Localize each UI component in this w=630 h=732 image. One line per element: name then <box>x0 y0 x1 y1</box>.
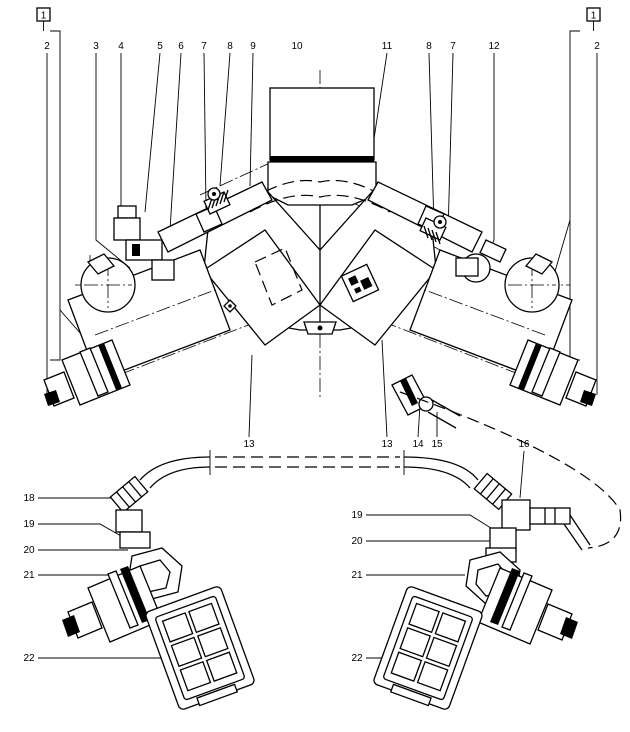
callout-16: 16 <box>518 439 530 450</box>
left-top-fitting <box>117 205 137 219</box>
boxed-marker-left-label: 1 <box>41 11 47 22</box>
connecting-hose <box>209 391 622 549</box>
callout-2-left: 2 <box>44 41 50 52</box>
callout-8-right: 8 <box>426 41 432 52</box>
callout-3: 3 <box>93 41 99 52</box>
top-actuator-box <box>269 87 375 161</box>
callout-20-left: 20 <box>23 545 35 556</box>
top-actuator-base <box>270 156 374 162</box>
left-panel-window <box>254 247 303 306</box>
right-spring <box>419 215 447 245</box>
callout-12: 12 <box>488 41 500 52</box>
callout-15: 15 <box>431 439 443 450</box>
callout-4: 4 <box>118 41 124 52</box>
callout-21-left: 21 <box>23 570 35 581</box>
callout-labels: 1 1 2 3 4 5 6 7 8 9 10 11 8 7 12 2 13 13… <box>23 7 601 664</box>
callout-18: 18 <box>23 493 35 504</box>
callout-22-right: 22 <box>351 653 363 664</box>
callout-9: 9 <box>250 41 256 52</box>
callout-22-left: 22 <box>23 653 35 664</box>
callout-21-right: 21 <box>351 570 363 581</box>
callout-13-left: 13 <box>243 439 255 450</box>
left-spring <box>203 187 231 215</box>
left-arm <box>43 181 273 407</box>
callout-2-right: 2 <box>594 41 600 52</box>
callout-11: 11 <box>382 41 393 52</box>
lower-left-silencer <box>145 586 255 710</box>
callout-19-left: 19 <box>23 519 35 530</box>
internal-flow-path <box>249 179 391 201</box>
right-arm <box>367 181 597 407</box>
callout-20-right: 20 <box>351 536 363 547</box>
callout-7-left: 7 <box>201 41 207 52</box>
callout-6: 6 <box>178 41 184 52</box>
callout-14: 14 <box>412 439 424 450</box>
lower-right-tee <box>501 499 531 531</box>
manufacturer-logo <box>340 263 380 303</box>
lower-left-unit <box>62 456 255 710</box>
callout-8-left: 8 <box>227 41 233 52</box>
callout-5: 5 <box>157 41 163 52</box>
boxed-marker-right-label: 1 <box>591 11 597 22</box>
callout-10: 10 <box>291 41 303 52</box>
lower-right-silencer <box>373 586 483 710</box>
lower-right-unit <box>373 456 591 710</box>
callout-13-right: 13 <box>381 439 393 450</box>
callout-7-right: 7 <box>450 41 456 52</box>
callout-19-right: 19 <box>351 510 363 521</box>
